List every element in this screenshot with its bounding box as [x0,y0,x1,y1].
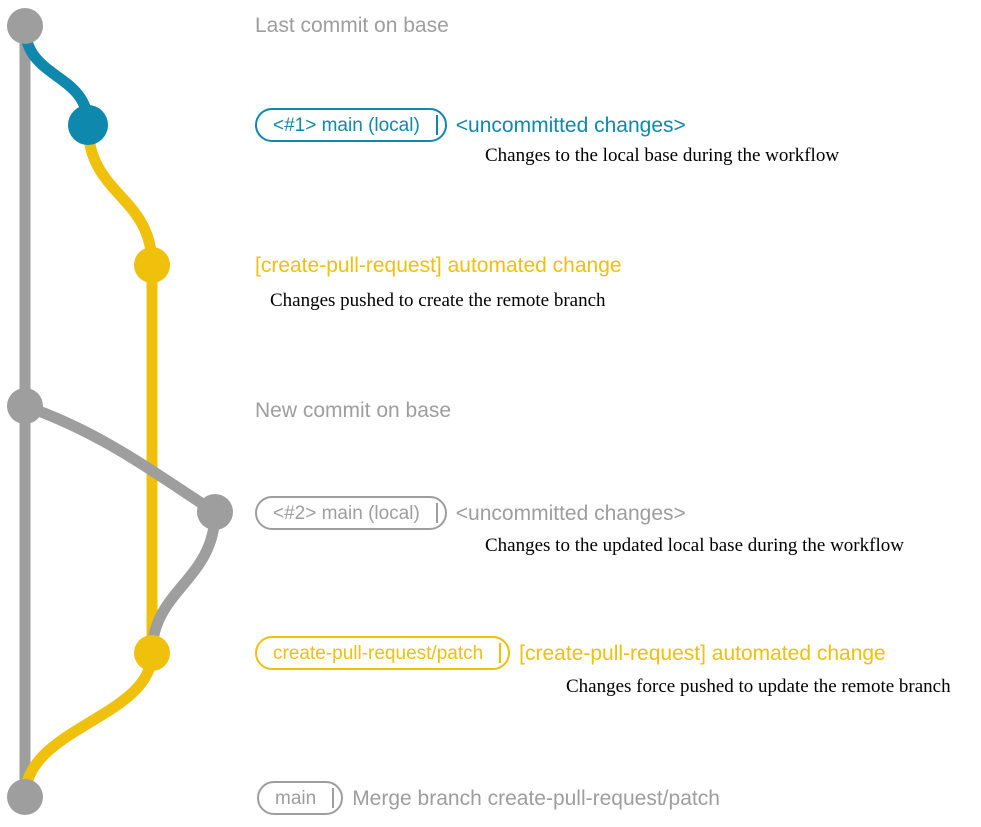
branch-badge-label: main [275,787,317,809]
commit-message-remote-2: [create-pull-request] automated change [519,641,886,665]
annotation-new-commit-on-base: New commit on base [255,399,452,422]
commit-node-remote-1[interactable] [134,247,170,283]
commit-message-local-2: <uncommitted changes> [455,501,686,525]
edge-local2-to-remote2 [146,506,221,659]
commit-node-base-last[interactable] [7,8,43,44]
branch-badge-label: <#1> main (local) [273,114,420,136]
commit-node-local-2[interactable] [197,494,233,530]
annotation-local-commit-1: <#1> main (local) <uncommitted changes> [255,108,686,142]
edge-base-to-local2 [19,400,221,518]
commit-description-remote-1: Changes pushed to create the remote bran… [270,290,606,311]
annotation-local-commit-2: <#2> main (local) <uncommitted changes> [255,496,686,530]
commit-message-local-1: <uncommitted changes> [455,113,686,137]
commit-node-local-1[interactable] [68,105,108,145]
commit-node-base-merge[interactable] [7,779,43,815]
branch-badge-create-pull-request-patch[interactable]: create-pull-request/patch [255,636,511,670]
edge-local1-to-remote1 [82,119,158,271]
annotation-merge-commit: main Merge branch create-pull-request/pa… [257,781,720,815]
annotation-remote-commit-2: create-pull-request/patch [create-pull-r… [255,636,886,670]
edge-remote2-to-merge [19,647,158,803]
branch-badge-label: <#2> main (local) [273,502,420,524]
commit-description-local-2: Changes to the updated local base during… [485,535,904,556]
commit-node-base-new[interactable] [7,388,43,424]
commit-message-merge: Merge branch create-pull-request/patch [352,786,720,810]
commit-description-remote-2: Changes force pushed to update the remot… [566,676,951,697]
commit-description-local-1: Changes to the local base during the wor… [485,145,840,166]
branch-badge-main-local-1[interactable]: <#1> main (local) [255,108,447,142]
branch-badge-main-local-2[interactable]: <#2> main (local) [255,496,447,530]
branch-badge-label: create-pull-request/patch [273,642,484,664]
annotation-last-commit-on-base: Last commit on base [255,14,449,37]
branch-badge-main[interactable]: main [257,781,344,815]
commit-message-remote-1: [create-pull-request] automated change [255,254,622,277]
commit-node-remote-2[interactable] [134,635,170,671]
